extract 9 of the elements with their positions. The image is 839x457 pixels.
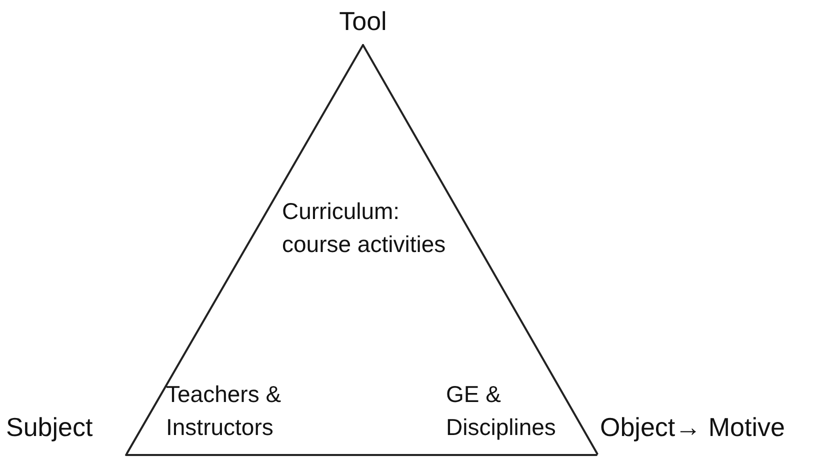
vertex-label: Object→ Motive [600,412,835,444]
triangle-side [125,454,598,456]
role-label: Curriculum: course activities [282,197,447,260]
vertex-label: Subject [6,412,126,444]
role-label: GE & Disciplines [446,380,557,442]
vertex-label: Tool [313,6,413,38]
role-label: Teachers & Instructors [166,380,282,442]
triangle-side [362,44,598,455]
triangle-side [126,44,364,455]
